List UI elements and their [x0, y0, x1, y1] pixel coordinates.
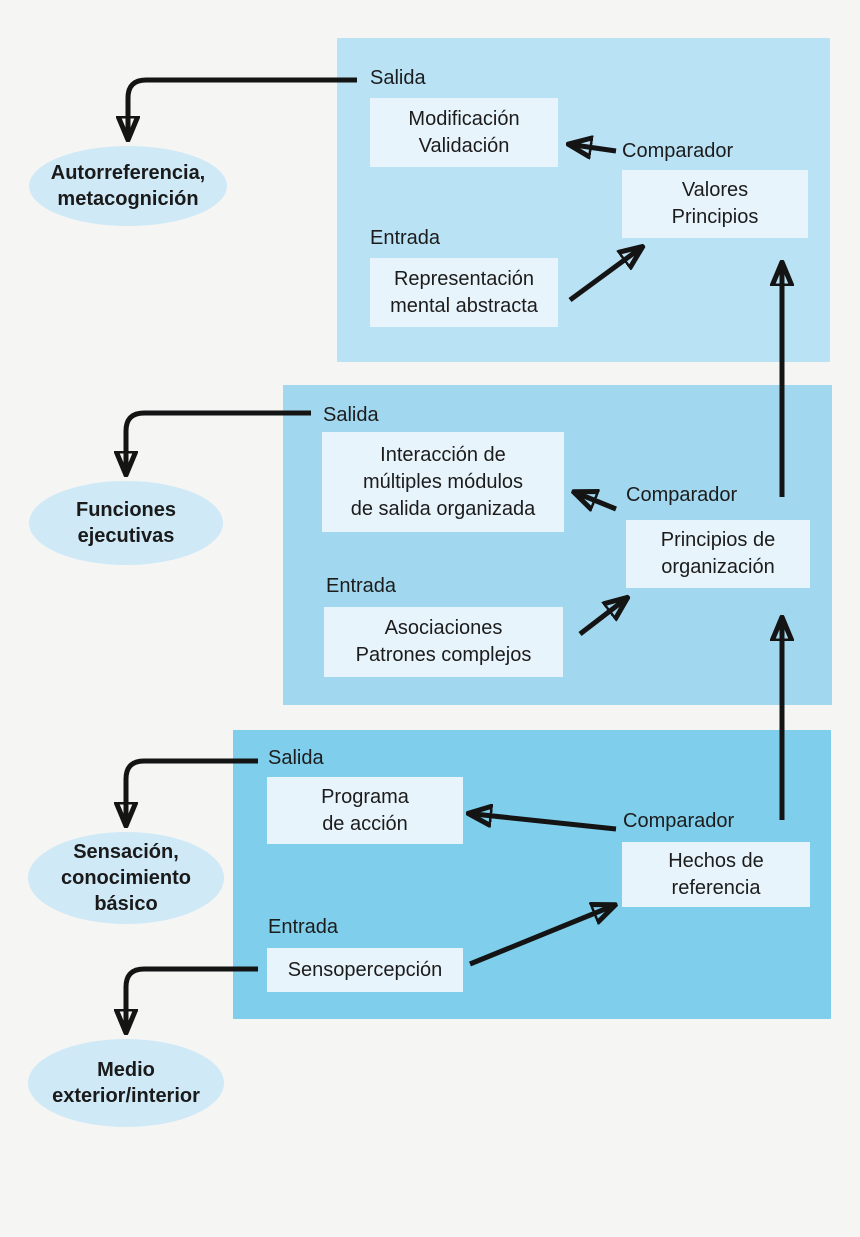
- box-programa-accion: Programa de acción: [267, 777, 463, 844]
- ellipse-line: Funciones: [75, 499, 176, 521]
- box-line: Asociaciones: [384, 617, 503, 639]
- ellipse-autorreferencia: Autorreferencia, metacognición: [29, 146, 227, 226]
- box-representacion-mental: Representación mental abstracta: [370, 258, 558, 327]
- box-line: Programa: [321, 785, 409, 808]
- ellipse-medio-exterior-interior: Medio exterior/interior: [28, 1039, 224, 1127]
- comparador-label-inferior: Comparador: [623, 810, 735, 832]
- panel-nivel-inferior: Salida Programa de acción Comparador Hec…: [233, 730, 831, 1019]
- box-interaccion-modulos: Interacción de múltiples módulos de sali…: [322, 432, 564, 532]
- comparador-label-superior: Comparador: [622, 140, 734, 162]
- ellipse-line: básico: [94, 893, 158, 915]
- ellipse-funciones-ejecutivas: Funciones ejecutivas: [29, 481, 223, 565]
- ellipse-line: Sensación,: [73, 841, 179, 863]
- ellipse-line: Autorreferencia,: [50, 162, 206, 184]
- entrada-label-superior: Entrada: [370, 227, 441, 249]
- box-line: Sensopercepción: [287, 958, 443, 981]
- box-line: de acción: [322, 812, 408, 835]
- box-line: múltiples módulos: [362, 470, 524, 493]
- box-line: mental abstracta: [390, 294, 538, 317]
- box-sensopercepcion: Sensopercepción: [267, 948, 463, 992]
- entrada-label-inferior: Entrada: [268, 916, 339, 938]
- box-hechos-referencia: Hechos de referencia: [622, 842, 810, 907]
- box-line: Representación: [393, 267, 535, 290]
- ellipse-line: metacognición: [57, 188, 199, 210]
- box-line: Valores: [681, 179, 749, 201]
- box-line: referencia: [671, 876, 761, 899]
- box-asociaciones-patrones: Asociaciones Patrones complejos: [324, 607, 563, 677]
- box-line: Patrones complejos: [355, 644, 532, 666]
- ellipse-line: exterior/interior: [52, 1085, 200, 1107]
- ellipse-sensacion-conocimiento: Sensación, conocimiento básico: [28, 832, 224, 924]
- box-line: Interacción de: [380, 443, 506, 466]
- box-line: Hechos de: [668, 849, 764, 872]
- ellipse-line: conocimiento: [60, 867, 191, 889]
- panel-nivel-medio: Salida Interacción de múltiples módulos …: [283, 385, 832, 705]
- salida-label-inferior: Salida: [268, 747, 324, 769]
- box-modificacion-validacion: Modificación Validación: [370, 98, 558, 167]
- arrow-salida-superior-a-autorreferencia: [128, 77, 357, 134]
- panel-nivel-superior: Salida Modificación Validación Comparado…: [337, 38, 830, 362]
- salida-label-superior: Salida: [370, 67, 426, 89]
- box-line: Principios de: [660, 529, 776, 551]
- entrada-label-medio: Entrada: [326, 575, 397, 597]
- box-line: organización: [661, 556, 775, 578]
- box-line: de salida organizada: [350, 497, 536, 520]
- box-line: Modificación: [408, 107, 520, 130]
- ellipse-line: Medio: [97, 1059, 155, 1081]
- box-line: Principios: [671, 206, 759, 228]
- box-line: Validación: [418, 134, 510, 157]
- box-valores-principios: Valores Principios: [622, 170, 808, 238]
- salida-label-medio: Salida: [323, 404, 379, 426]
- comparador-label-medio: Comparador: [626, 484, 738, 506]
- ellipse-line: ejecutivas: [77, 525, 175, 547]
- box-principios-organizacion: Principios de organización: [626, 520, 810, 588]
